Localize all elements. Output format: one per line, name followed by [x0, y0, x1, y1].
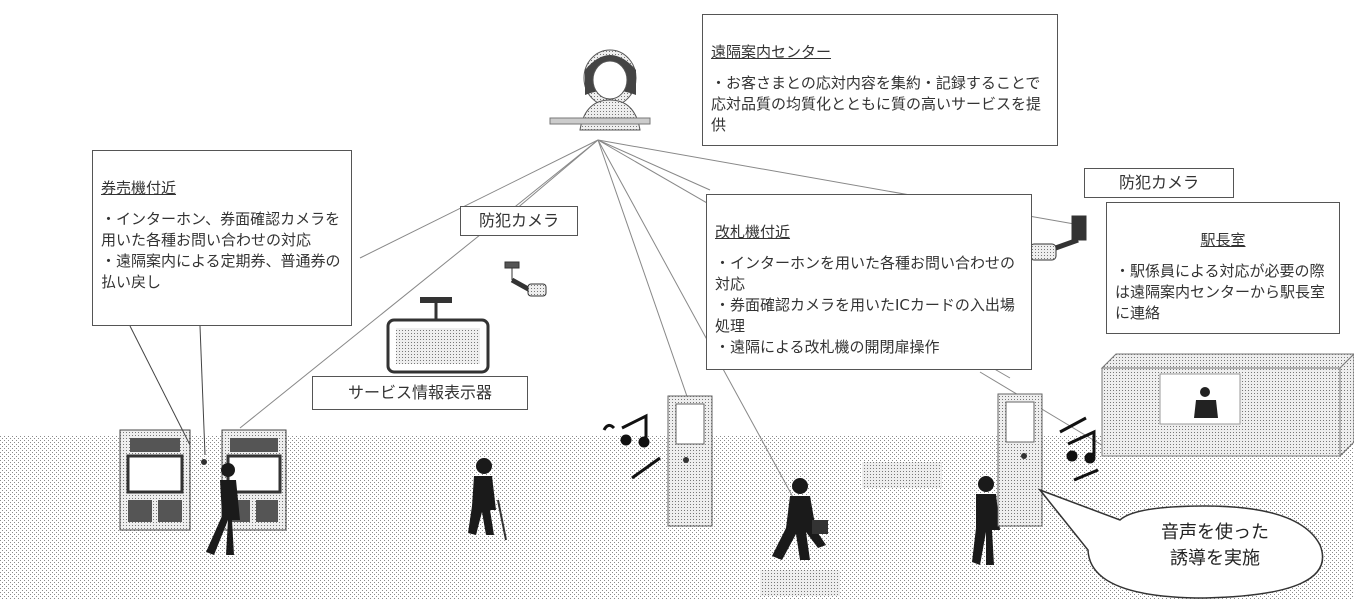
gate-title: 改札機付近 — [715, 223, 791, 241]
ticket-gate-icon — [997, 393, 1043, 527]
passenger-figure — [772, 478, 828, 560]
camera-label-right: 防犯カメラ — [1084, 168, 1234, 198]
operator-figure — [549, 49, 651, 131]
passenger-figure — [206, 463, 240, 555]
speech-bubble — [1037, 488, 1324, 599]
gate-box: 改札機付近・インターホンを用いた各種お問い合わせの対応 ・券面確認カメラを用いた… — [706, 194, 1032, 370]
ticket-machine-body: ・インターホン、券面確認カメラを用いた各種お問い合わせの対応 ・遠隔案内による定… — [101, 210, 341, 291]
passenger-figure — [972, 476, 1000, 565]
station-office-box: 駅長室・駅係員による対応が必要の際は遠隔案内センターから駅長室に連絡 — [1106, 202, 1340, 334]
station-office-building — [1100, 353, 1354, 458]
ticket-machine-title: 券売機付近 — [101, 179, 177, 197]
sound-icon — [602, 413, 661, 480]
remote-center-title: 遠隔案内センター — [711, 43, 832, 61]
info-display-icon — [386, 297, 490, 374]
floor-marker — [862, 462, 942, 488]
station-office-title: 駅長室 — [1200, 231, 1246, 249]
ticket-machine-box: 券売機付近・インターホン、券面確認カメラを用いた各種お問い合わせの対応 ・遠隔案… — [92, 150, 352, 326]
floor-marker — [760, 570, 840, 596]
voice-guidance-label: 音声を使った 誘導を実施 — [1161, 522, 1269, 569]
camera-label-left: 防犯カメラ — [460, 206, 578, 236]
camera-icon — [1029, 215, 1087, 261]
camera-icon — [504, 261, 547, 297]
gate-body: ・インターホンを用いた各種お問い合わせの対応 ・券面確認カメラを用いたICカード… — [715, 254, 1016, 356]
elderly-passenger-figure — [468, 458, 507, 541]
ticket-gate-icon — [667, 395, 713, 527]
remote-center-box: 遠隔案内センター・お客さまとの応対内容を集約・記録することで応対品質の均質化とと… — [702, 14, 1058, 146]
callout-pointers — [129, 325, 206, 456]
station-office-body: ・駅係員による対応が必要の際は遠隔案内センターから駅長室に連絡 — [1115, 262, 1326, 322]
remote-center-body: ・お客さまとの応対内容を集約・記録することで応対品質の均質化とともに質の高いサー… — [711, 74, 1042, 134]
info-display-label: サービス情報表示器 — [312, 376, 528, 410]
ticket-machine-icon — [119, 429, 287, 531]
